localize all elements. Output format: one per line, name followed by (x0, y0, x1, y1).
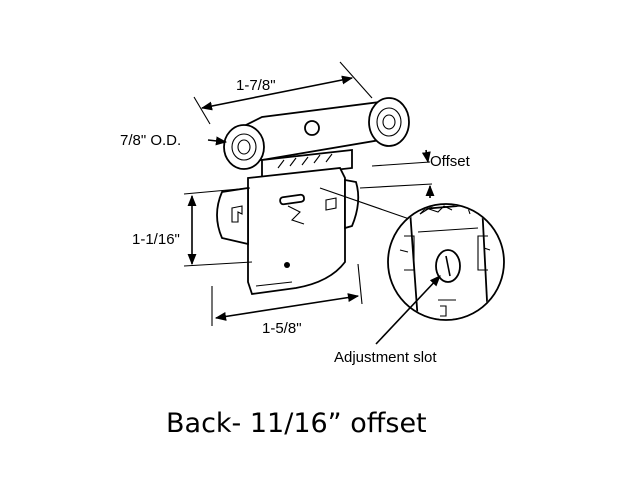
dimension-offset (359, 149, 435, 198)
right-roller-wheel (368, 97, 410, 147)
left-roller-wheel (223, 124, 265, 170)
label-bottom-width: 1-5/8" (262, 320, 302, 337)
detail-inset (387, 203, 505, 321)
mounting-plate (247, 167, 346, 295)
label-offset: Offset (430, 153, 471, 170)
roller-assembly (216, 97, 410, 295)
label-adjustment-slot: Adjustment slot (334, 349, 437, 366)
adjustment-slot-leader (375, 275, 441, 345)
rivet (284, 262, 290, 268)
od-leader (207, 136, 228, 146)
label-top-width: 1-7/8" (236, 77, 276, 94)
dimension-bottom-width (211, 263, 363, 326)
plate-wing-right (344, 178, 360, 230)
axle-hole (304, 120, 320, 136)
plate-slot (279, 193, 305, 206)
dimension-top-width (193, 61, 373, 125)
caption: Back- 11/16” offset (166, 408, 427, 439)
detail-leader (319, 187, 419, 223)
label-roller-od: 7/8" O.D. (120, 132, 181, 149)
label-height: 1-1/16" (132, 231, 180, 248)
dimension-height (183, 187, 253, 267)
